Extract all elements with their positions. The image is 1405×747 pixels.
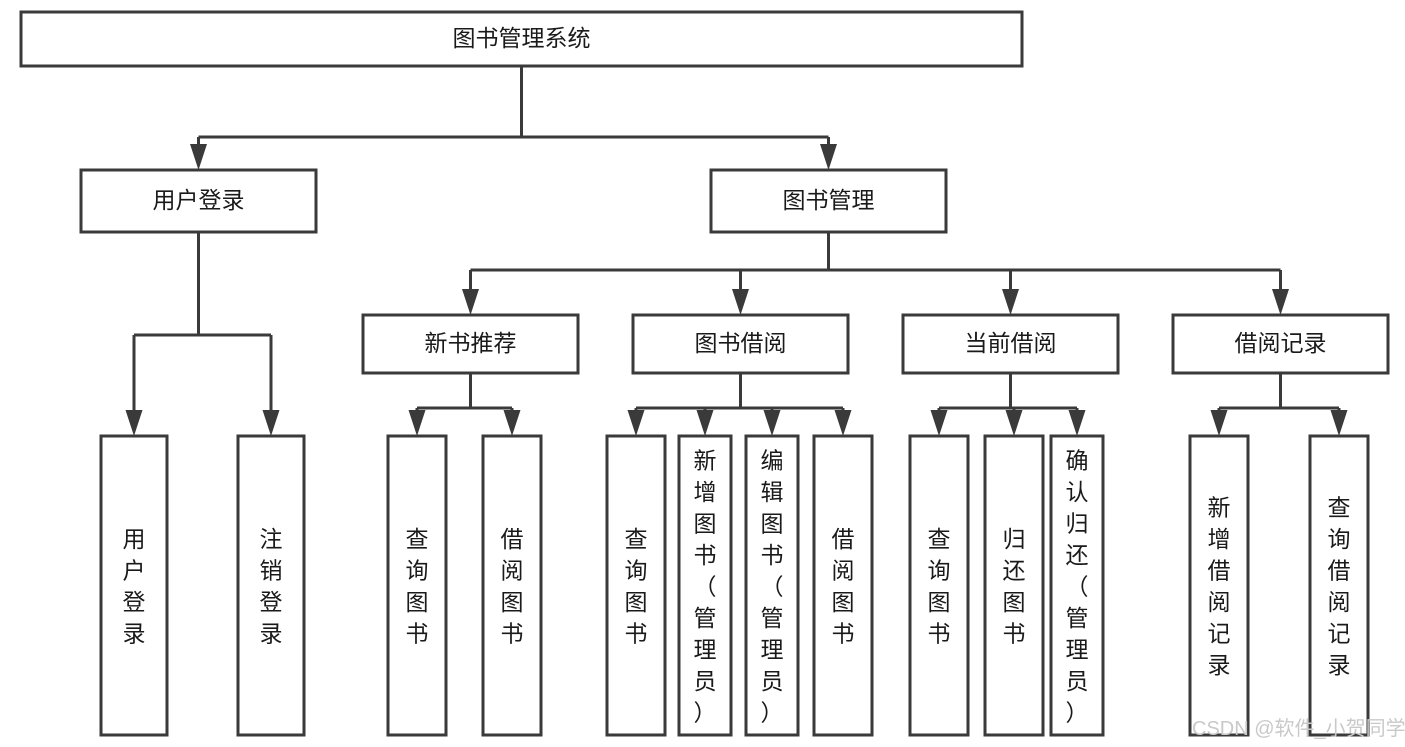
node-layer: 图书管理系统用户登录图书管理新书推荐图书借阅当前借阅借阅记录用户登录注销登录查询… <box>19 10 1390 737</box>
node-box <box>631 313 850 375</box>
node-label: 当前借阅 <box>965 330 1057 356</box>
node-box <box>386 434 448 737</box>
node-leaf-new-query[interactable]: 查询图书 <box>386 434 448 737</box>
connector-layer <box>125 66 1348 436</box>
node-label: 查询图书 <box>928 526 951 647</box>
node-box <box>361 313 580 375</box>
node-label: 查询图书 <box>406 526 429 647</box>
node-l3-d[interactable]: 借阅记录 <box>1171 313 1390 375</box>
node-leaf-rec-add[interactable]: 新增借阅记录 <box>1188 434 1250 737</box>
node-box <box>605 434 667 737</box>
node-label: 确认归还（管理员） <box>1066 447 1089 725</box>
node-l3-a[interactable]: 新书推荐 <box>361 313 580 375</box>
node-box <box>19 10 1024 68</box>
csdn-watermark: CSDN @软件_小贺同学 <box>1192 718 1405 740</box>
node-label: 图书借阅 <box>695 330 787 356</box>
node-leaf-user-login[interactable]: 用户登录 <box>99 434 169 737</box>
node-leaf-lend-edit[interactable]: 编辑图书（管理员） <box>744 434 800 737</box>
node-l3-c[interactable]: 当前借阅 <box>901 313 1120 375</box>
node-box <box>908 434 970 737</box>
node-box <box>99 434 169 737</box>
node-label: 新增图书（管理员） <box>694 447 717 725</box>
node-label: 图书管理 <box>783 187 875 213</box>
node-label: 注销登录 <box>260 526 283 647</box>
node-box <box>79 168 318 234</box>
node-label: 查询图书 <box>625 526 648 647</box>
node-label: 图书管理系统 <box>453 25 591 51</box>
node-label: 借阅图书 <box>501 526 524 647</box>
node-box <box>812 434 874 737</box>
node-label: 查询借阅记录 <box>1328 495 1351 679</box>
node-box <box>481 434 543 737</box>
node-leaf-user-logout[interactable]: 注销登录 <box>236 434 306 737</box>
node-leaf-lend-add[interactable]: 新增图书（管理员） <box>677 434 733 737</box>
node-label: 用户登录 <box>153 187 245 213</box>
node-leaf-cur-confirm[interactable]: 确认归还（管理员） <box>1049 434 1105 737</box>
node-leaf-cur-return[interactable]: 归还图书 <box>983 434 1045 737</box>
node-label: 用户登录 <box>123 526 146 647</box>
node-l3-b[interactable]: 图书借阅 <box>631 313 850 375</box>
node-box <box>1308 434 1370 737</box>
node-box <box>1049 434 1105 737</box>
node-label: 编辑图书（管理员） <box>761 447 784 725</box>
node-box <box>677 434 733 737</box>
node-root[interactable]: 图书管理系统 <box>19 10 1024 68</box>
node-box <box>983 434 1045 737</box>
node-box <box>901 313 1120 375</box>
node-box <box>744 434 800 737</box>
node-leaf-rec-query[interactable]: 查询借阅记录 <box>1308 434 1370 737</box>
node-label: 新书推荐 <box>425 330 517 356</box>
node-label: 归还图书 <box>1003 526 1026 647</box>
node-leaf-new-borrow[interactable]: 借阅图书 <box>481 434 543 737</box>
node-box <box>1171 313 1390 375</box>
node-leaf-lend-borrow[interactable]: 借阅图书 <box>812 434 874 737</box>
node-box <box>236 434 306 737</box>
node-l2-a[interactable]: 用户登录 <box>79 168 318 234</box>
node-l2-b[interactable]: 图书管理 <box>709 168 948 234</box>
node-leaf-lend-query[interactable]: 查询图书 <box>605 434 667 737</box>
node-leaf-cur-query[interactable]: 查询图书 <box>908 434 970 737</box>
node-box <box>1188 434 1250 737</box>
node-label: 借阅记录 <box>1235 330 1327 356</box>
node-label: 借阅图书 <box>832 526 855 647</box>
node-box <box>709 168 948 234</box>
node-label: 新增借阅记录 <box>1208 495 1231 679</box>
